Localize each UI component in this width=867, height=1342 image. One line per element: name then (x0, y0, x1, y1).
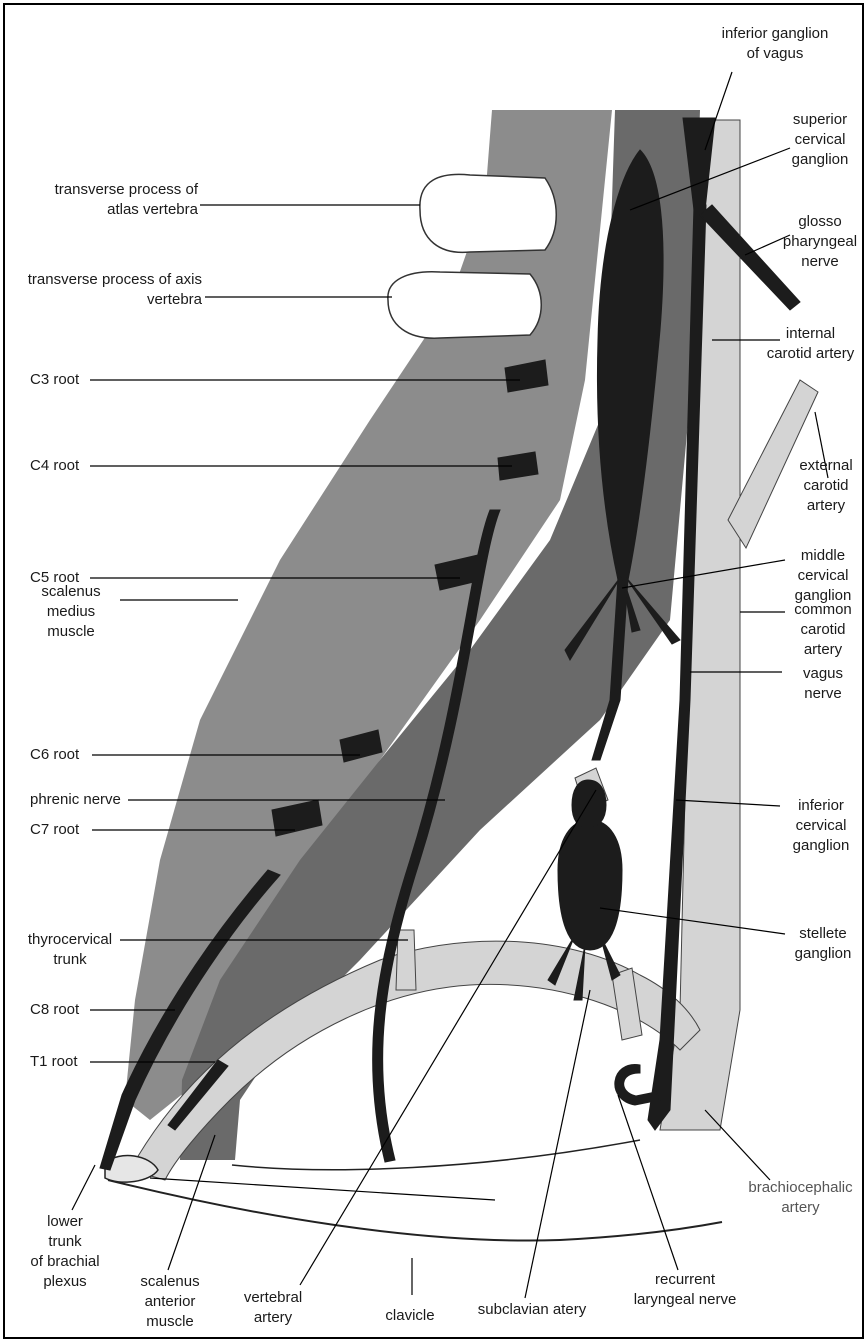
label-glossopharyngeal-nerve: glosso pharyngeal nerve (780, 212, 860, 272)
label-t1-root: T1 root (30, 1052, 100, 1072)
label-recurrent-laryngeal-nerve: recurrent laryngeal nerve (620, 1270, 750, 1310)
label-internal-carotid-artery: internal carotid artery (758, 324, 863, 364)
atlas-transverse-process (420, 174, 556, 252)
thyrocervical-trunk-shape (396, 930, 416, 990)
leader-clavicle (150, 1178, 495, 1200)
label-vagus-nerve: vagus nerve (784, 664, 862, 704)
label-transverse-axis: transverse process of axis vertebra (12, 270, 202, 310)
label-inferior-cervical-ganglion: inferior cervical ganglion (780, 796, 862, 856)
label-brachiocephalic-artery: brachiocephalic artery (738, 1178, 863, 1218)
label-clavicle: clavicle (360, 1306, 460, 1326)
clavicle-outline (108, 1180, 722, 1241)
label-scalenus-medius-muscle: scalenus medius muscle (26, 582, 116, 642)
label-transverse-atlas: transverse process of atlas vertebra (12, 180, 198, 220)
label-subclavian-artery: subclavian atery (462, 1300, 602, 1320)
label-c8-root: C8 root (30, 1000, 100, 1020)
label-c7-root: C7 root (30, 820, 100, 840)
label-thyrocervical-trunk: thyrocervical trunk (20, 930, 120, 970)
label-scalenus-anterior-muscle: scalenus anterior muscle (125, 1272, 215, 1332)
label-external-carotid-artery: external carotid artery (790, 456, 862, 516)
label-superior-cervical-ganglion: superior cervical ganglion (780, 110, 860, 170)
label-inferior-ganglion-of-vagus: inferior ganglion of vagus (690, 24, 860, 64)
label-c3-root: C3 root (30, 370, 100, 390)
label-vertebral-artery: vertebral artery (228, 1288, 318, 1328)
label-common-carotid-artery: common carotid artery (784, 600, 862, 660)
stellete-ganglion (558, 820, 622, 950)
label-middle-cervical-ganglion: middle cervical ganglion (784, 546, 862, 606)
label-lower-trunk-brachial-plexus: lower trunk of brachial plexus (20, 1212, 110, 1292)
axis-transverse-process (388, 272, 541, 338)
leader-brachiocephalic (705, 1110, 770, 1180)
label-c4-root: C4 root (30, 456, 100, 476)
label-c6-root: C6 root (30, 745, 100, 765)
leader-subclavian (525, 990, 590, 1298)
label-stellete-ganglion: stellete ganglion (784, 924, 862, 964)
label-phrenic-nerve: phrenic nerve (30, 790, 130, 810)
leader-lower-trunk (72, 1165, 95, 1210)
clavicle-top-outline (232, 1140, 640, 1170)
